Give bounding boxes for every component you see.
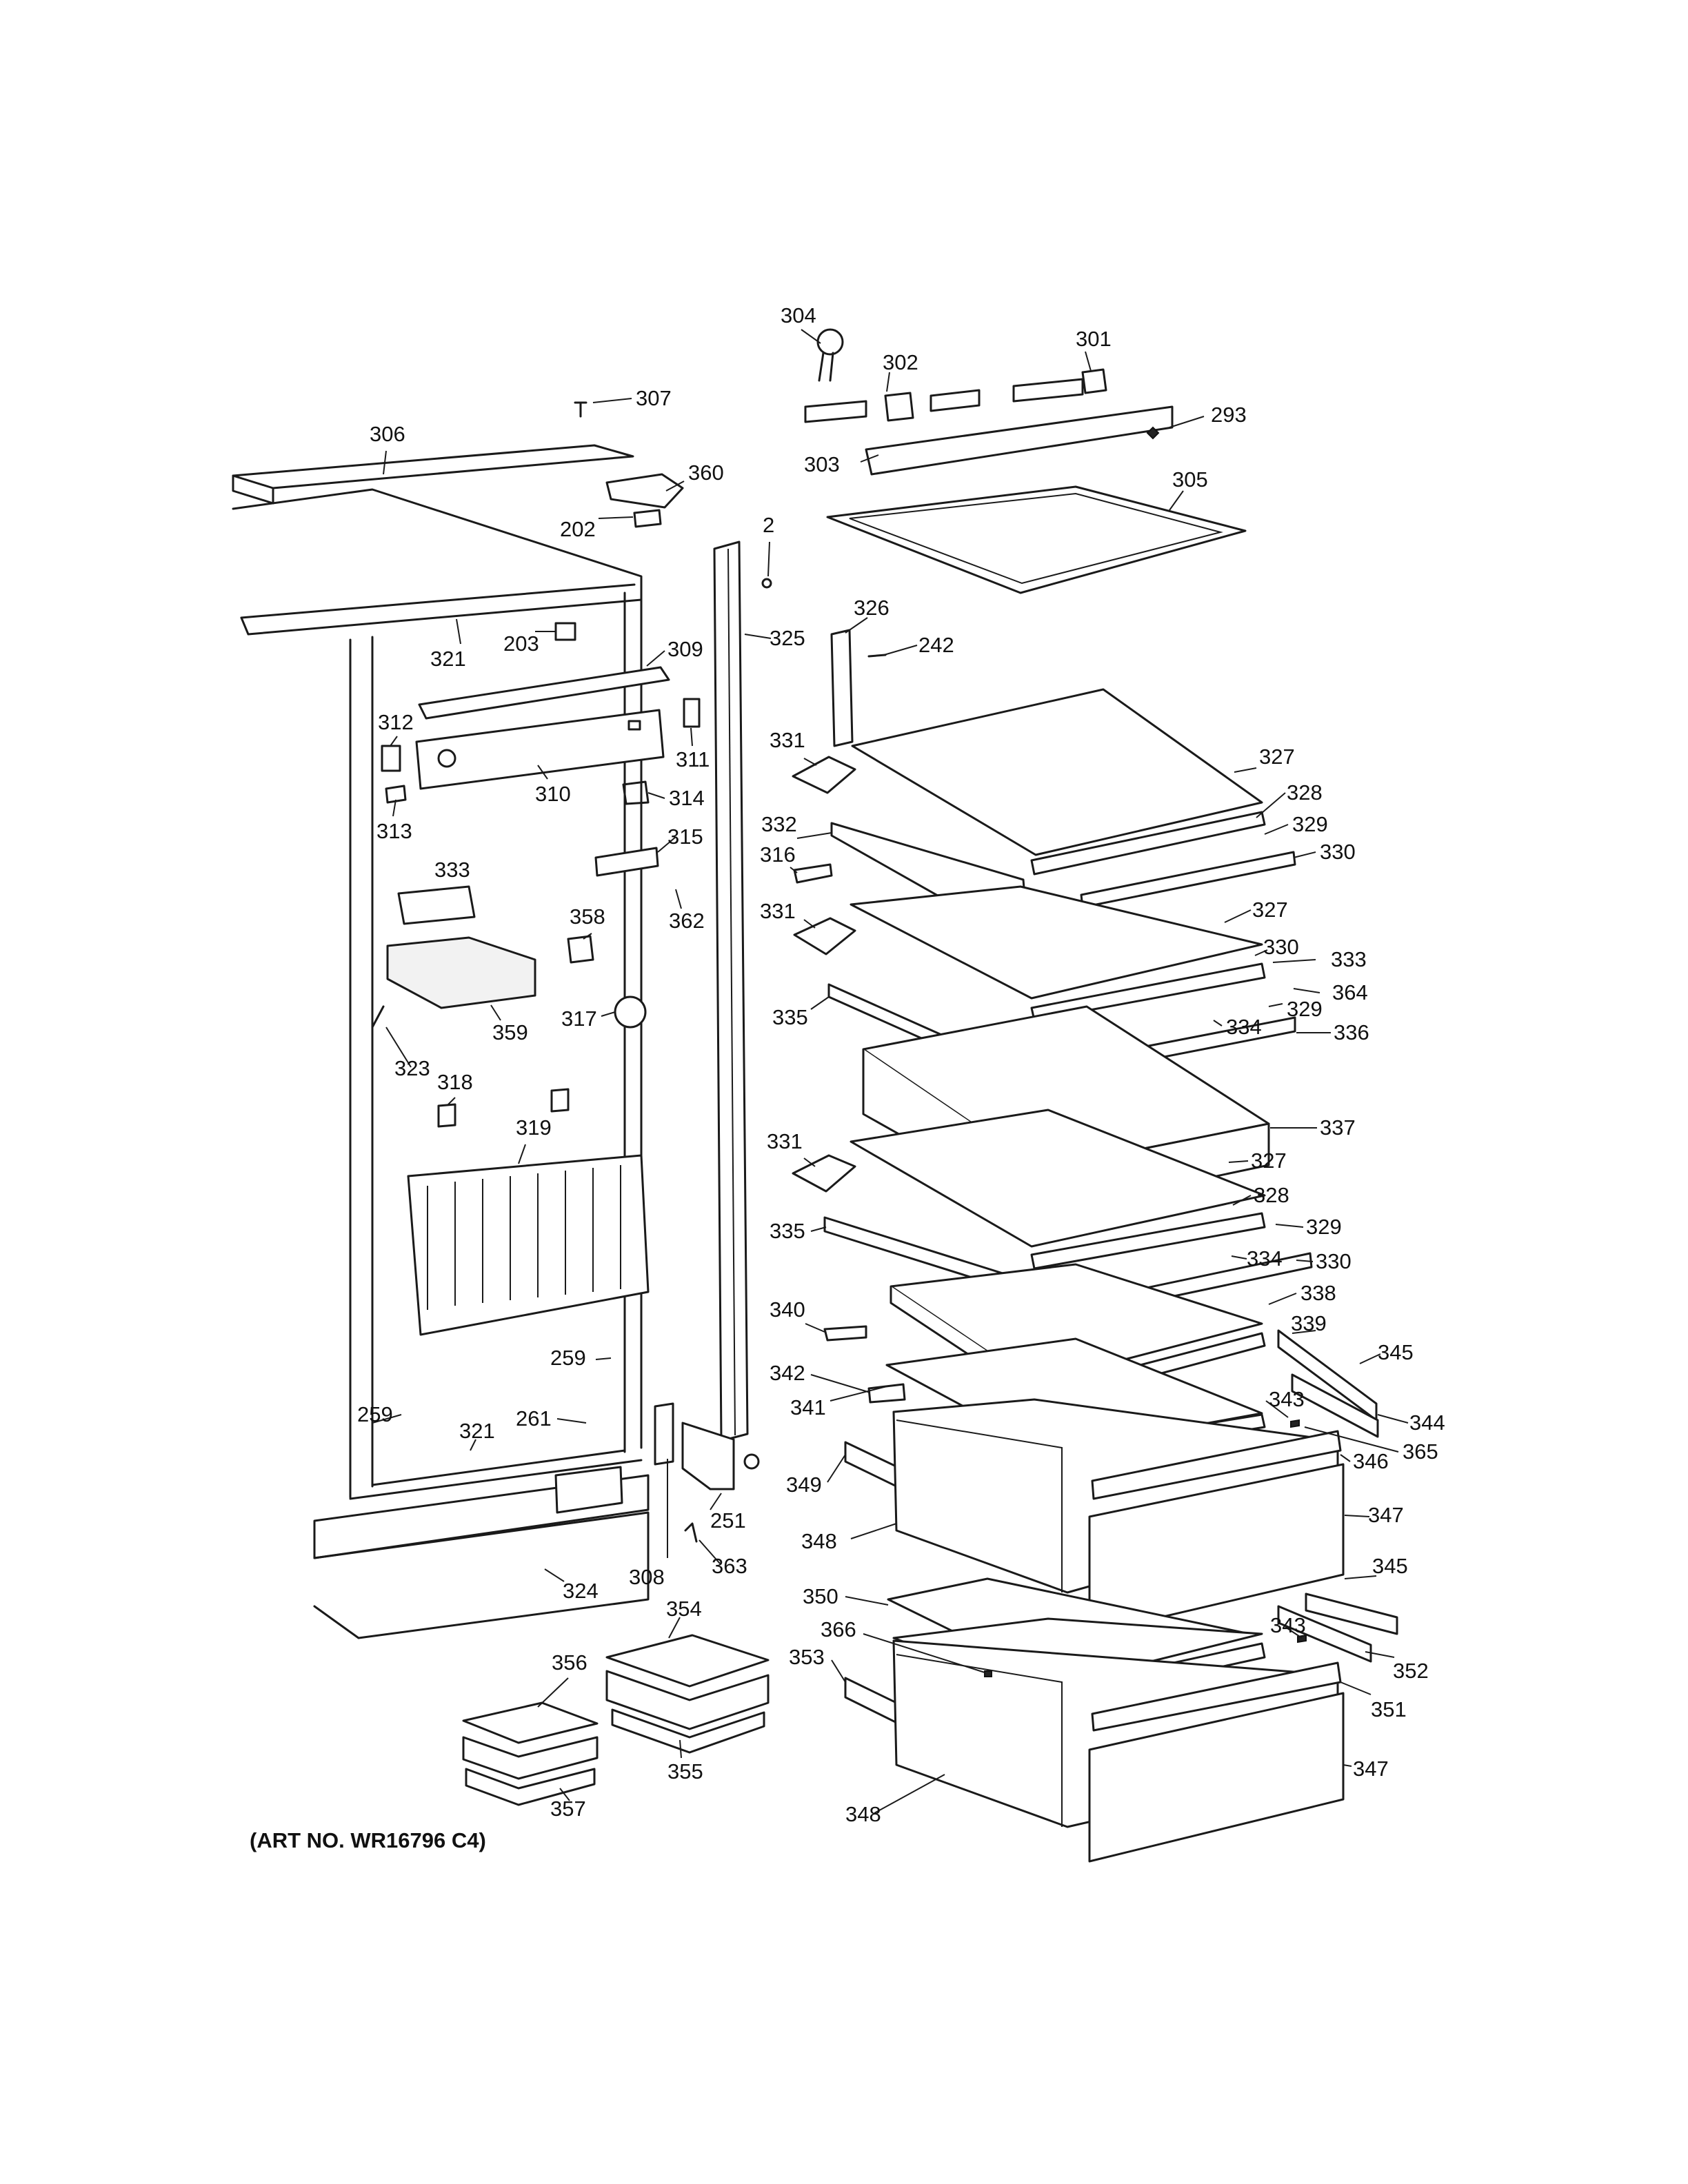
callout-label: 350 xyxy=(803,1584,838,1608)
callout-label: 349 xyxy=(786,1473,822,1497)
callout-label: 348 xyxy=(801,1529,837,1553)
center-strip-drawing xyxy=(681,540,772,1543)
callout-label: 310 xyxy=(535,782,571,806)
callout-label: 347 xyxy=(1353,1757,1389,1781)
callout-label: 342 xyxy=(770,1361,805,1385)
callout-label: 340 xyxy=(770,1297,805,1322)
callout-label: 321 xyxy=(459,1419,495,1443)
callout-label: 331 xyxy=(760,899,796,923)
bins-drawing xyxy=(462,1634,770,1806)
callout-label: 261 xyxy=(516,1406,552,1430)
callout-label: 319 xyxy=(516,1115,552,1140)
callout-label: 337 xyxy=(1320,1115,1356,1140)
callout-label: 336 xyxy=(1334,1020,1369,1044)
leader-lines xyxy=(372,329,1409,1814)
callout-label: 329 xyxy=(1306,1215,1342,1239)
callout-label: 314 xyxy=(669,786,705,810)
callout-label: 331 xyxy=(770,728,805,752)
callout-label: 335 xyxy=(772,1005,808,1029)
callout-label: 355 xyxy=(667,1759,703,1783)
callout-label: 345 xyxy=(1378,1340,1414,1364)
callout-labels: 304 302 301 307 306 293 360 303 305 202 … xyxy=(357,303,1445,1826)
callout-label: 242 xyxy=(918,633,954,657)
callout-label: 2 xyxy=(763,513,774,537)
callout-label: 327 xyxy=(1252,898,1288,922)
callout-label: 313 xyxy=(376,819,412,843)
callout-label: 332 xyxy=(761,812,797,836)
callout-label: 324 xyxy=(563,1579,599,1603)
callout-label: 329 xyxy=(1287,997,1323,1021)
callout-label: 203 xyxy=(503,631,539,656)
callout-label: 352 xyxy=(1393,1659,1429,1683)
callout-label: 323 xyxy=(394,1056,430,1080)
callout-label: 305 xyxy=(1172,467,1208,492)
callout-label: 259 xyxy=(550,1346,586,1370)
callout-label: 327 xyxy=(1259,745,1295,769)
top-assembly-drawing xyxy=(804,328,1247,747)
callout-label: 301 xyxy=(1076,327,1112,351)
callout-label: 329 xyxy=(1292,812,1328,836)
callout-label: 330 xyxy=(1316,1249,1352,1273)
callout-label: 293 xyxy=(1211,403,1247,427)
callout-label: 306 xyxy=(370,422,405,446)
callout-label: 304 xyxy=(781,303,816,327)
callout-label: 334 xyxy=(1247,1246,1283,1271)
callout-label: 333 xyxy=(1331,947,1367,971)
callout-label: 356 xyxy=(552,1650,587,1675)
callout-label: 338 xyxy=(1300,1281,1336,1305)
callout-label: 318 xyxy=(437,1070,473,1094)
callout-label: 334 xyxy=(1226,1015,1262,1039)
callout-label: 202 xyxy=(560,517,596,541)
callout-label: 357 xyxy=(550,1797,586,1821)
callout-label: 359 xyxy=(492,1020,528,1044)
callout-label: 330 xyxy=(1263,935,1299,959)
callout-label: 345 xyxy=(1372,1554,1408,1578)
callout-label: 358 xyxy=(570,904,605,929)
callout-label: 328 xyxy=(1254,1183,1289,1207)
callout-label: 343 xyxy=(1269,1387,1305,1411)
callout-label: 353 xyxy=(789,1645,825,1669)
callout-label: 365 xyxy=(1403,1439,1438,1464)
callout-label: 333 xyxy=(434,858,470,882)
callout-label: 348 xyxy=(845,1802,881,1826)
callout-label: 308 xyxy=(629,1565,665,1589)
callout-label: 351 xyxy=(1371,1697,1407,1721)
callout-label: 312 xyxy=(378,710,414,734)
callout-label: 309 xyxy=(667,637,703,661)
callout-label: 325 xyxy=(770,626,805,650)
callout-label: 331 xyxy=(767,1129,803,1153)
shelves-drawers-drawing xyxy=(792,688,1398,1863)
callout-label: 251 xyxy=(710,1508,746,1533)
callout-label: 360 xyxy=(688,461,724,485)
cabinet-drawing xyxy=(232,401,701,1639)
callout-label: 362 xyxy=(669,909,705,933)
callout-label: 317 xyxy=(561,1007,597,1031)
callout-label: 339 xyxy=(1291,1311,1327,1335)
callout-label: 346 xyxy=(1353,1449,1389,1473)
callout-label: 316 xyxy=(760,842,796,867)
callout-label: 343 xyxy=(1270,1613,1306,1637)
callout-label: 364 xyxy=(1332,980,1368,1004)
callout-label: 347 xyxy=(1368,1503,1404,1527)
callout-label: 344 xyxy=(1409,1410,1445,1435)
callout-label: 328 xyxy=(1287,780,1323,805)
callout-label: 363 xyxy=(712,1554,747,1578)
callout-label: 303 xyxy=(804,452,840,476)
callout-label: 311 xyxy=(676,747,710,771)
callout-label: 327 xyxy=(1251,1149,1287,1173)
art-number: (ART NO. WR16796 C4) xyxy=(250,1828,486,1852)
callout-label: 366 xyxy=(821,1617,856,1641)
callout-label: 302 xyxy=(883,350,918,374)
callout-label: 341 xyxy=(790,1395,826,1419)
callout-label: 326 xyxy=(854,596,890,620)
callout-label: 354 xyxy=(666,1597,702,1621)
callout-label: 307 xyxy=(636,386,672,410)
callout-label: 315 xyxy=(667,825,703,849)
callout-label: 335 xyxy=(770,1219,805,1243)
callout-label: 321 xyxy=(430,647,466,671)
callout-label: 330 xyxy=(1320,840,1356,864)
callout-label: 259 xyxy=(357,1402,393,1426)
